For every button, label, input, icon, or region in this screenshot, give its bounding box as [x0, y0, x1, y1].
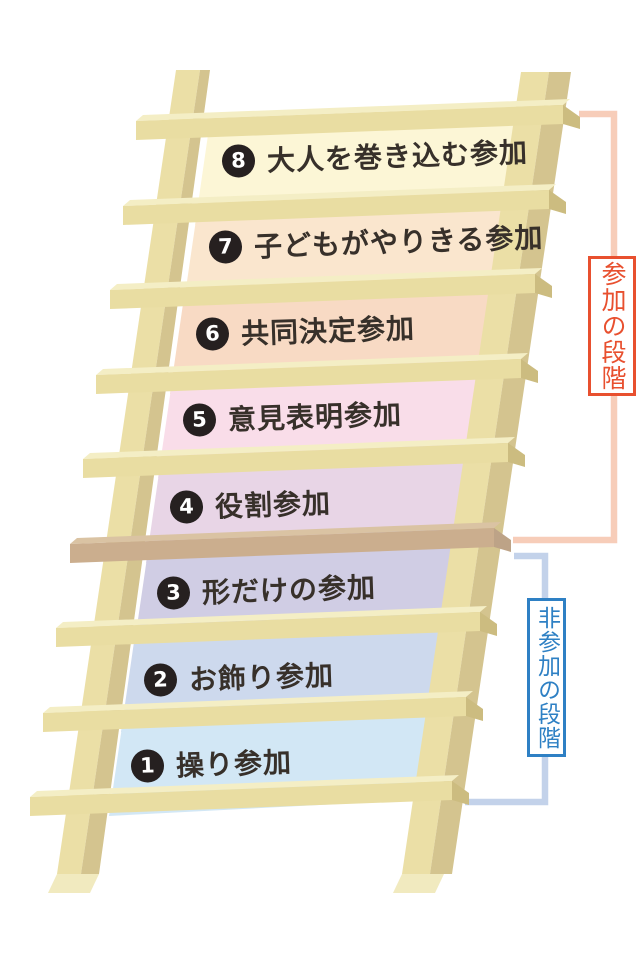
level-6-number-badge: 6: [195, 316, 230, 351]
ladder-level-5-row: 5 意見表明参加: [182, 393, 402, 440]
rung-5: [83, 437, 525, 478]
non-participation-stage-label: 非参加の段階: [527, 598, 566, 757]
level-3-label: 形だけの参加: [201, 570, 377, 610]
rung-6-divider: [70, 522, 511, 563]
level-4-label: 役割参加: [214, 486, 332, 524]
rung-9: [30, 775, 469, 816]
level-5-label: 意見表明参加: [227, 397, 403, 437]
level-1-number-badge: 1: [130, 748, 165, 783]
right-rail-foot: [393, 874, 444, 893]
rung-8: [43, 691, 483, 732]
level-6-label: 共同決定参加: [240, 311, 416, 351]
rung-7: [56, 606, 497, 647]
ladder-level-6-row: 6 共同決定参加: [195, 307, 415, 354]
level-8-number-badge: 8: [221, 143, 256, 178]
level-2-label: お飾り参加: [188, 658, 335, 697]
rung-3: [110, 268, 552, 309]
left-rail-foot: [48, 874, 99, 893]
ladder-level-3-row: 3 形だけの参加: [156, 566, 376, 613]
rung-1: [136, 99, 580, 140]
level-2-number-badge: 2: [143, 662, 178, 697]
level-1-label: 操り参加: [175, 745, 293, 783]
participation-stage-label: 参加の段階: [588, 256, 636, 396]
level-7-number-badge: 7: [208, 229, 243, 264]
level-3-number-badge: 3: [156, 575, 191, 610]
level-5-number-badge: 5: [182, 402, 217, 437]
ladder-level-4-row: 4 役割参加: [169, 482, 332, 527]
ladder-level-1-row: 1 操り参加: [130, 741, 293, 786]
ladder-level-2-row: 2 お飾り参加: [143, 654, 335, 700]
rung-4: [96, 353, 538, 394]
rung-2: [123, 184, 566, 225]
level-4-number-badge: 4: [169, 489, 204, 524]
